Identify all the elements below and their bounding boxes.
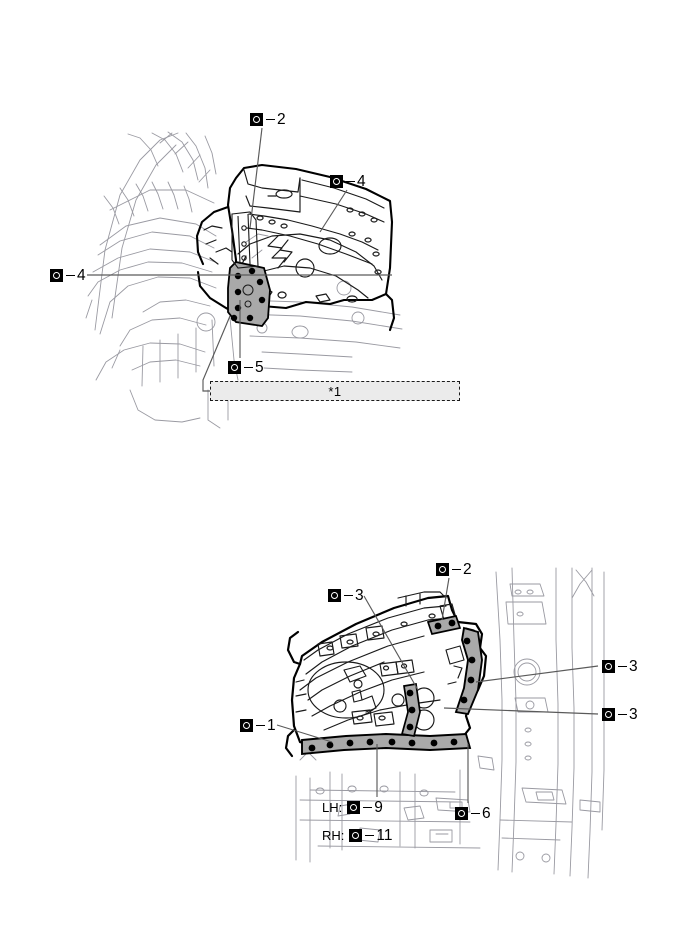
background-structure-lower	[295, 567, 605, 879]
callout-number: 3	[629, 658, 638, 675]
weld-point-icon	[328, 589, 341, 603]
callout-dash	[452, 569, 461, 571]
callout-lower-2[interactable]: 2	[436, 562, 472, 578]
leader-lines-upper	[87, 127, 392, 392]
callout-dash	[363, 807, 373, 809]
side-label-lh: LH:	[322, 800, 343, 816]
callout-lower-3-right-upper[interactable]: 3	[602, 659, 638, 675]
callout-number: 6	[482, 805, 491, 822]
callout-lower-3-right-lower[interactable]: 3	[602, 707, 638, 723]
figure-upper: 2 4 4 5 *1	[0, 0, 688, 470]
weld-point-icon	[455, 807, 468, 821]
callout-upper-5[interactable]: 5	[228, 360, 264, 376]
weld-point-icon	[228, 361, 241, 375]
weld-point-icon	[347, 801, 361, 815]
highlight-part-detail-upper	[203, 169, 385, 303]
callout-dash	[618, 714, 627, 716]
callout-upper-4-left[interactable]: 4	[50, 268, 86, 284]
note-box-asterisk-1: *1	[210, 381, 460, 401]
callout-dash	[346, 181, 355, 183]
callout-dash	[344, 595, 353, 597]
leader-lines-lower	[276, 577, 599, 803]
callout-dash	[618, 666, 627, 668]
callout-number: 11	[376, 827, 393, 844]
callout-number: 9	[374, 799, 383, 816]
callout-number: 2	[277, 111, 286, 128]
weld-point-icon	[50, 269, 63, 283]
weld-point-icon	[349, 829, 363, 843]
callout-lower-3-top[interactable]: 3	[328, 588, 364, 604]
side-label-rh: RH:	[322, 828, 345, 844]
callout-lower-9-lh[interactable]: LH: 9	[322, 800, 383, 816]
callout-number: 4	[77, 267, 86, 284]
note-label: *1	[328, 383, 342, 399]
callout-number: 3	[629, 706, 638, 723]
callout-number: 5	[255, 359, 264, 376]
callout-lower-11-rh[interactable]: RH: 11	[322, 828, 392, 844]
lower-figure-drawing	[276, 567, 605, 879]
callout-lower-6[interactable]: 6	[455, 806, 491, 822]
callout-dash	[365, 835, 375, 837]
weld-point-icon	[602, 660, 615, 674]
weld-dots	[308, 619, 476, 752]
weld-flanges-lower	[301, 615, 483, 756]
callout-number: 1	[267, 717, 276, 734]
weld-point-icon	[436, 563, 449, 577]
upper-figure-drawing	[85, 127, 403, 429]
callout-upper-2[interactable]: 2	[250, 112, 286, 128]
callout-number: 4	[357, 173, 366, 190]
weld-point-icon	[250, 113, 263, 127]
bracket-strip-upper	[231, 211, 259, 269]
callout-dash	[471, 813, 480, 815]
callout-lower-1[interactable]: 1	[240, 718, 276, 734]
weld-point-icon	[330, 175, 343, 189]
callout-dash	[256, 725, 265, 727]
weld-flange-upper	[227, 261, 271, 327]
callout-dash	[266, 119, 275, 121]
callout-dash	[66, 275, 75, 277]
figure-lower: 2 3 3 3 1 LH: 9 RH:	[0, 470, 688, 949]
weld-point-icon	[602, 708, 615, 722]
highlight-part-detail-lower	[295, 591, 477, 731]
callout-number: 2	[463, 561, 472, 578]
callout-number: 3	[355, 587, 364, 604]
callout-upper-4-right[interactable]: 4	[330, 174, 366, 190]
weld-point-icon	[240, 719, 253, 733]
callout-dash	[244, 367, 253, 369]
